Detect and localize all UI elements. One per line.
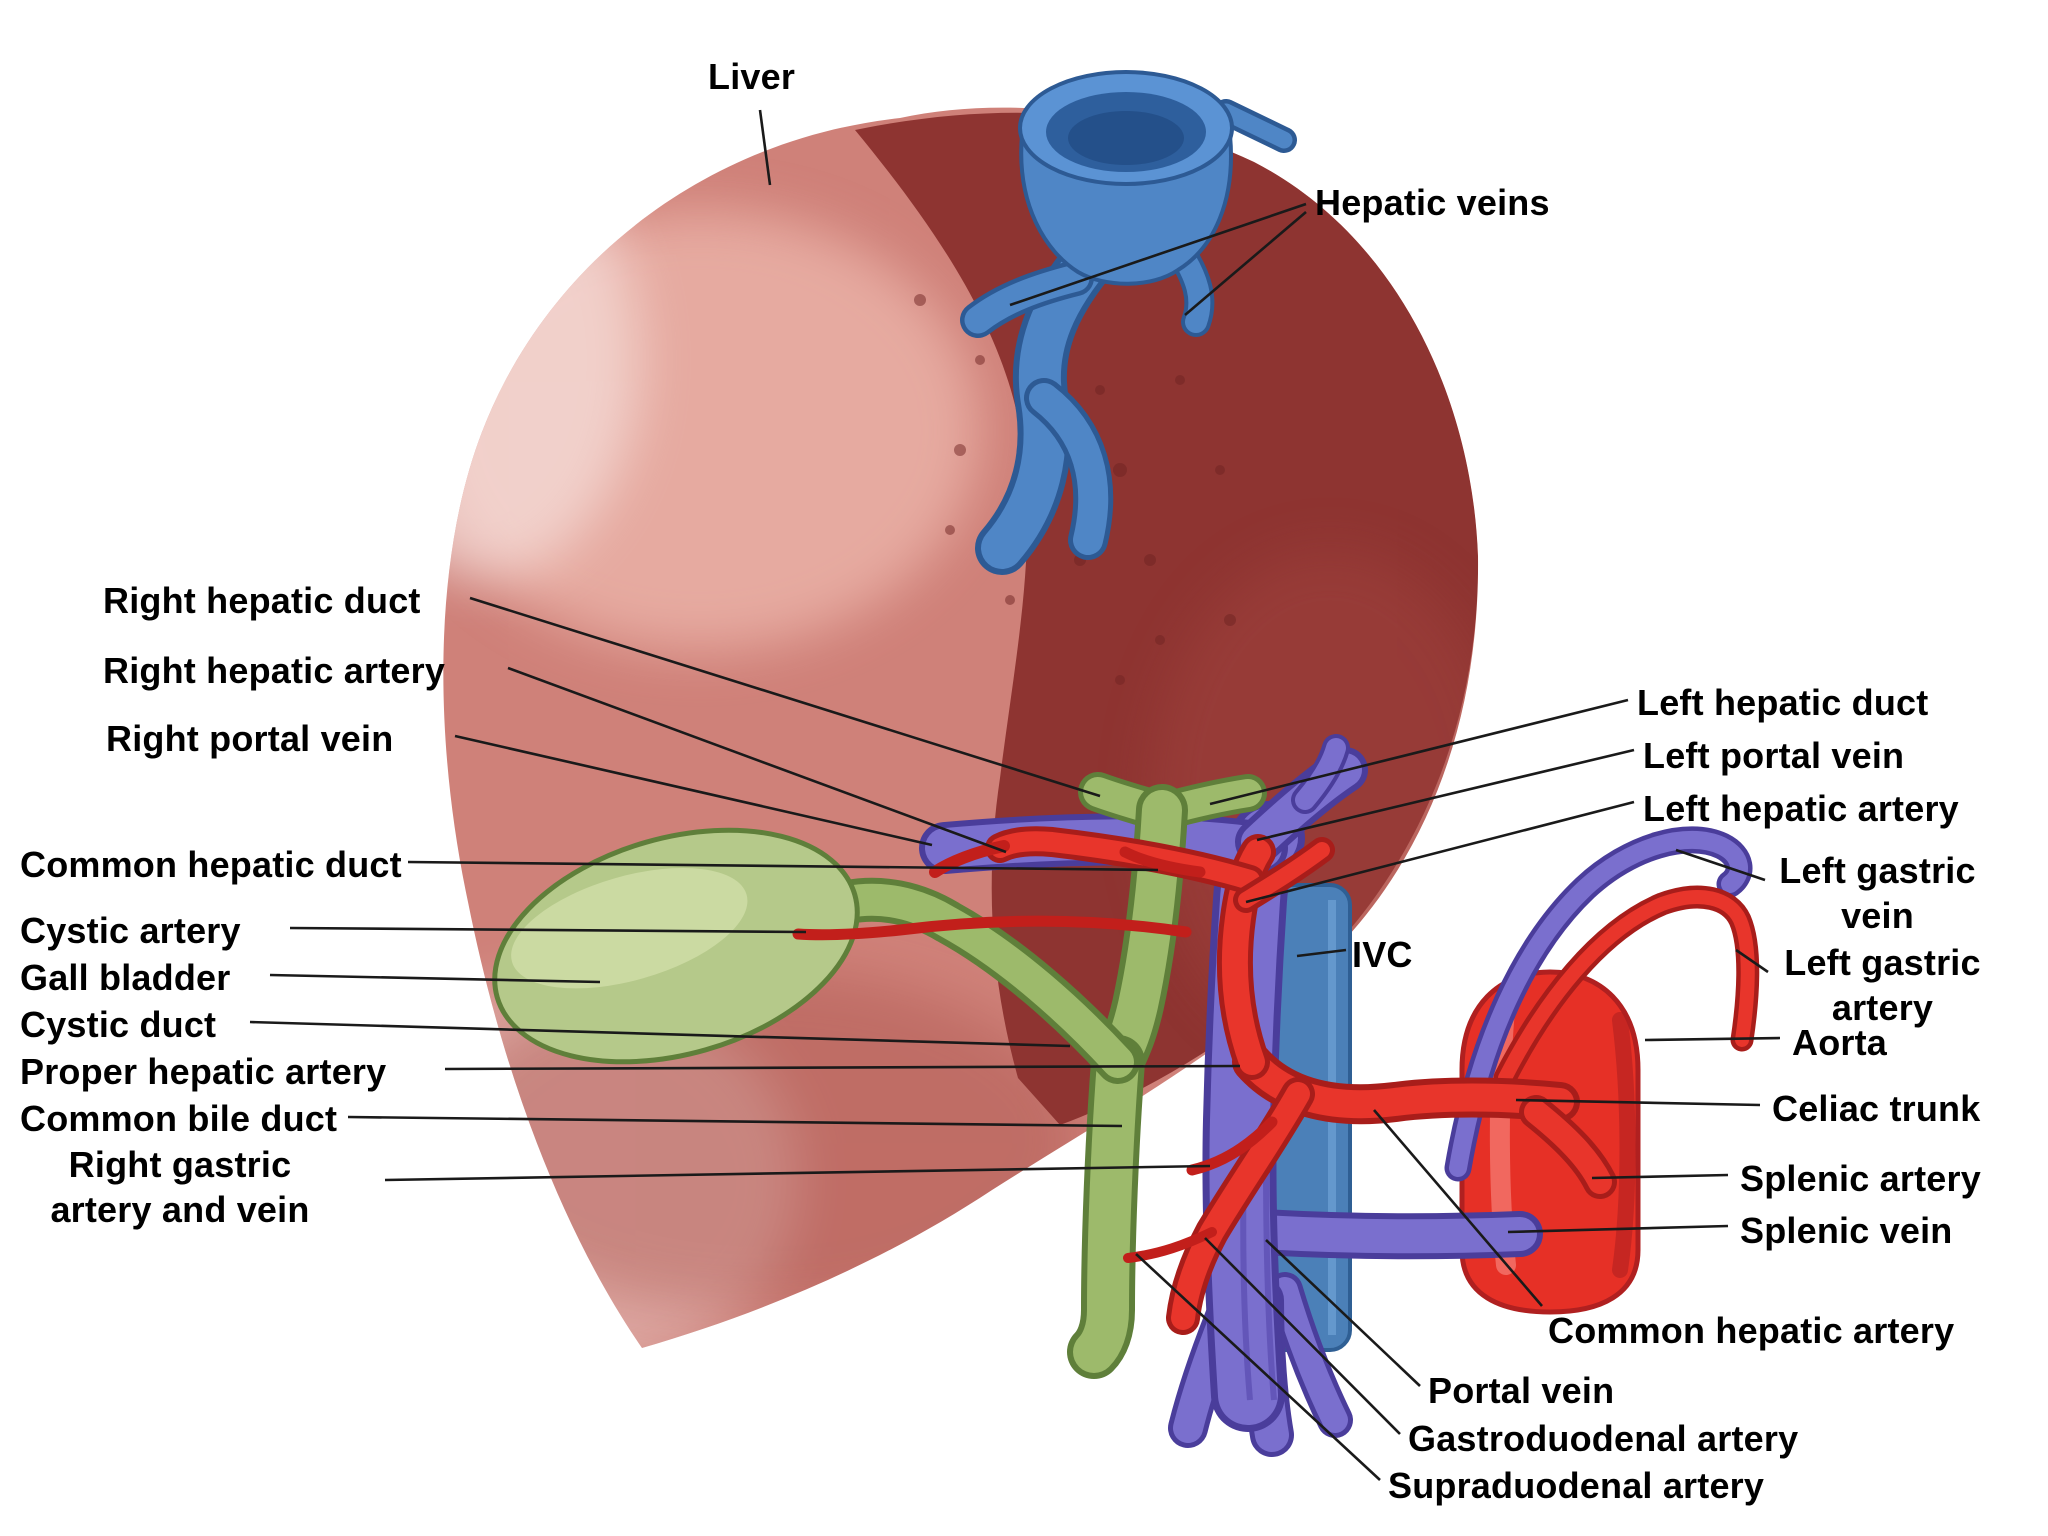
leader-right-hepatic-artery (507, 666, 1007, 854)
label-left-portal-vein: Left portal vein (1643, 735, 1905, 776)
label-left-hepatic-duct: Left hepatic duct (1637, 682, 1929, 723)
label-cystic-duct: Cystic duct (20, 1004, 217, 1045)
leader-splenic-vein (1507, 1224, 1729, 1234)
label-proper-hepatic-artery: Proper hepatic artery (20, 1051, 387, 1092)
leader-liver (758, 109, 772, 186)
leader-supraduodenal-artery (1135, 1253, 1381, 1481)
label-portal-vein: Portal vein (1428, 1370, 1615, 1411)
label-right-gastric-artery-and-vein: Right gastric artery and vein (50, 1144, 310, 1230)
label-right-hepatic-artery: Right hepatic artery (103, 650, 446, 691)
label-aorta: Aorta (1792, 1022, 1888, 1063)
label-left-gastric-vein: Left gastric vein (1779, 850, 1976, 936)
leader-ivc (1296, 948, 1347, 958)
leader-right-gastric (384, 1164, 1211, 1182)
hepatic-veins-shape (960, 70, 1297, 575)
label-common-hepatic-artery: Common hepatic artery (1548, 1310, 1955, 1351)
leader-splenic-artery (1591, 1173, 1729, 1180)
leader-gastroduodenal-artery (1204, 1237, 1401, 1435)
label-liver: Liver (708, 56, 796, 97)
leader-left-portal-vein (1256, 748, 1635, 842)
label-cystic-artery: Cystic artery (20, 910, 241, 951)
label-hepatic-veins: Hepatic veins (1315, 182, 1550, 223)
label-splenic-vein: Splenic vein (1740, 1210, 1953, 1251)
leader-proper-hepatic-artery (444, 1064, 1241, 1071)
leader-common-bile-duct (347, 1115, 1123, 1128)
label-left-hepatic-artery: Left hepatic artery (1643, 788, 1959, 829)
label-ivc: IVC (1352, 934, 1413, 975)
leader-right-portal-vein (454, 734, 933, 847)
leader-gall-bladder (269, 973, 601, 984)
label-gall-bladder: Gall bladder (20, 957, 231, 998)
leader-portal-vein (1265, 1239, 1421, 1387)
leader-right-hepatic-duct (469, 596, 1101, 798)
label-celiac-trunk: Celiac trunk (1772, 1088, 1981, 1129)
right-gastric-vessel (1186, 1116, 1278, 1176)
label-splenic-artery: Splenic artery (1740, 1158, 1981, 1199)
label-gastroduodenal-artery: Gastroduodenal artery (1408, 1418, 1799, 1459)
leader-left-gastric-vein (1675, 848, 1766, 882)
leader-celiac-trunk (1515, 1098, 1761, 1107)
label-common-hepatic-duct: Common hepatic duct (20, 844, 402, 885)
leader-cystic-duct (249, 1020, 1071, 1048)
label-right-hepatic-duct: Right hepatic duct (103, 580, 421, 621)
leader-cystic-artery (289, 926, 807, 934)
leader-left-gastric-artery (1735, 948, 1769, 974)
label-right-portal-vein: Right portal vein (106, 718, 394, 759)
label-left-gastric-artery: Left gastric artery (1784, 942, 1981, 1028)
leader-hepatic-veins-2 (1184, 211, 1307, 316)
leader-common-hepatic-duct (407, 860, 1159, 872)
gastric-vessels-shape (1444, 826, 1760, 1182)
leader-aorta (1644, 1036, 1781, 1042)
label-common-bile-duct: Common bile duct (20, 1098, 338, 1139)
leader-common-hepatic-artery (1373, 1109, 1543, 1307)
leader-hepatic-veins-1 (1009, 202, 1307, 307)
cystic-artery-vessel (792, 915, 1192, 941)
label-supraduodenal-artery: Supraduodenal artery (1388, 1465, 1765, 1506)
leader-lines (249, 109, 1781, 1481)
leader-left-hepatic-artery (1245, 800, 1635, 904)
leader-left-hepatic-duct (1209, 698, 1629, 806)
